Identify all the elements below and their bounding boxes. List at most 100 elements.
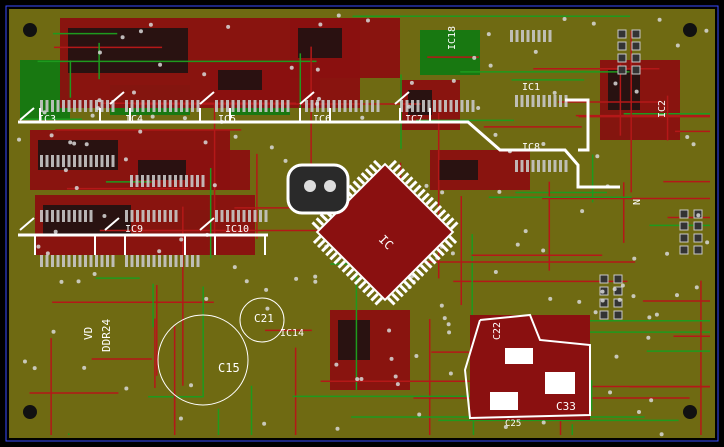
via: [203, 140, 208, 145]
ic-pin: [185, 175, 188, 187]
ic-pin: [174, 100, 178, 112]
ic-pin: [242, 100, 246, 112]
ic-pin: [40, 210, 43, 222]
via: [123, 157, 128, 162]
ic-pin: [106, 155, 109, 167]
ic-pin: [51, 255, 54, 267]
qfp-pin: [315, 217, 325, 226]
ic-pin: [520, 160, 524, 172]
ic-pin: [275, 100, 279, 112]
via: [68, 140, 73, 145]
ic-pin: [253, 210, 257, 222]
via: [59, 279, 64, 284]
ic-pin: [95, 155, 98, 167]
via: [45, 251, 50, 256]
ic-pin: [62, 255, 65, 267]
via: [440, 190, 445, 195]
ic-pin: [73, 210, 76, 222]
via: [614, 354, 619, 359]
via: [446, 322, 451, 327]
qfp-pin: [353, 276, 363, 286]
label-ic6: IC6: [313, 114, 331, 125]
qfp-pin: [364, 168, 374, 177]
ic-pin: [215, 100, 218, 112]
via: [691, 142, 696, 147]
ic-pin: [360, 100, 363, 112]
ic-pin: [84, 210, 87, 222]
ic-pin: [62, 210, 65, 222]
ic-pin: [471, 100, 475, 112]
qfp-pin: [345, 268, 355, 277]
ic-pin: [332, 100, 336, 112]
via: [685, 135, 690, 140]
oscillator-pad-2: [324, 180, 336, 192]
ic-pin: [365, 100, 369, 112]
ic-pin: [242, 210, 246, 222]
electrolytic-cap-outline: [157, 314, 249, 406]
ic-pin: [543, 30, 546, 42]
ic-pin: [220, 210, 224, 222]
qfp-pin: [399, 284, 408, 294]
ic-pin: [316, 100, 319, 112]
pads-layer: [40, 29, 703, 320]
via: [226, 24, 231, 29]
label-vdd: VD: [82, 327, 95, 340]
qfp-pin: [404, 176, 414, 185]
ic-pin: [51, 210, 54, 222]
ic-pin: [237, 210, 240, 222]
qfp-pin: [407, 276, 417, 286]
header-pin: [679, 209, 689, 219]
silk-diagonal: [299, 91, 315, 105]
qfp-pin: [357, 280, 367, 290]
qfp-pin: [441, 213, 451, 222]
ic-pin: [520, 95, 524, 107]
silk-bus-right-box: [565, 98, 590, 152]
ic-pin: [371, 100, 374, 112]
qfp-pin: [429, 200, 439, 210]
via: [283, 158, 288, 163]
label-ic18: IC18: [447, 26, 458, 50]
via: [22, 359, 27, 364]
ic-pin: [73, 155, 76, 167]
ic-pin: [100, 255, 104, 267]
via: [694, 285, 699, 290]
ic-pin: [264, 100, 268, 112]
ic-pin: [67, 210, 71, 222]
via: [448, 371, 453, 376]
mounting-hole-top-right: [683, 23, 697, 37]
label-ic2: IC2: [657, 100, 668, 118]
ic-pin: [95, 255, 98, 267]
ic-pin: [78, 210, 82, 222]
qfp-pin: [395, 288, 404, 298]
header-pin: [679, 233, 689, 243]
copper-pour-green: [420, 30, 480, 75]
silk-diagonal: [199, 91, 215, 105]
qfp-pin: [436, 247, 445, 257]
ic-pin: [537, 160, 540, 172]
ic-pin: [136, 210, 139, 222]
label-c33: C33: [556, 400, 576, 413]
qfp-pin: [325, 247, 334, 257]
power-block-outline: [463, 313, 591, 420]
ic-pin: [141, 100, 145, 112]
ic-pin: [40, 255, 43, 267]
qfp-pin: [348, 184, 357, 193]
ic-pin: [537, 30, 541, 42]
ic-pin: [531, 95, 535, 107]
ic-pin: [158, 210, 161, 222]
via: [244, 279, 249, 284]
qfp-pin: [372, 159, 382, 169]
ic-pin: [433, 100, 436, 112]
ic-pin: [89, 255, 93, 267]
via: [497, 189, 502, 194]
via: [179, 237, 184, 242]
silkscreen-ticks: [19, 91, 431, 255]
ic-pin: [158, 100, 161, 112]
mounting-hole-bottom-left: [23, 405, 37, 419]
via: [82, 365, 87, 370]
via: [355, 377, 360, 382]
via: [157, 249, 162, 254]
qfp-pin: [366, 288, 375, 298]
central-qfp-chip: [311, 159, 459, 306]
ic-pin: [438, 100, 442, 112]
